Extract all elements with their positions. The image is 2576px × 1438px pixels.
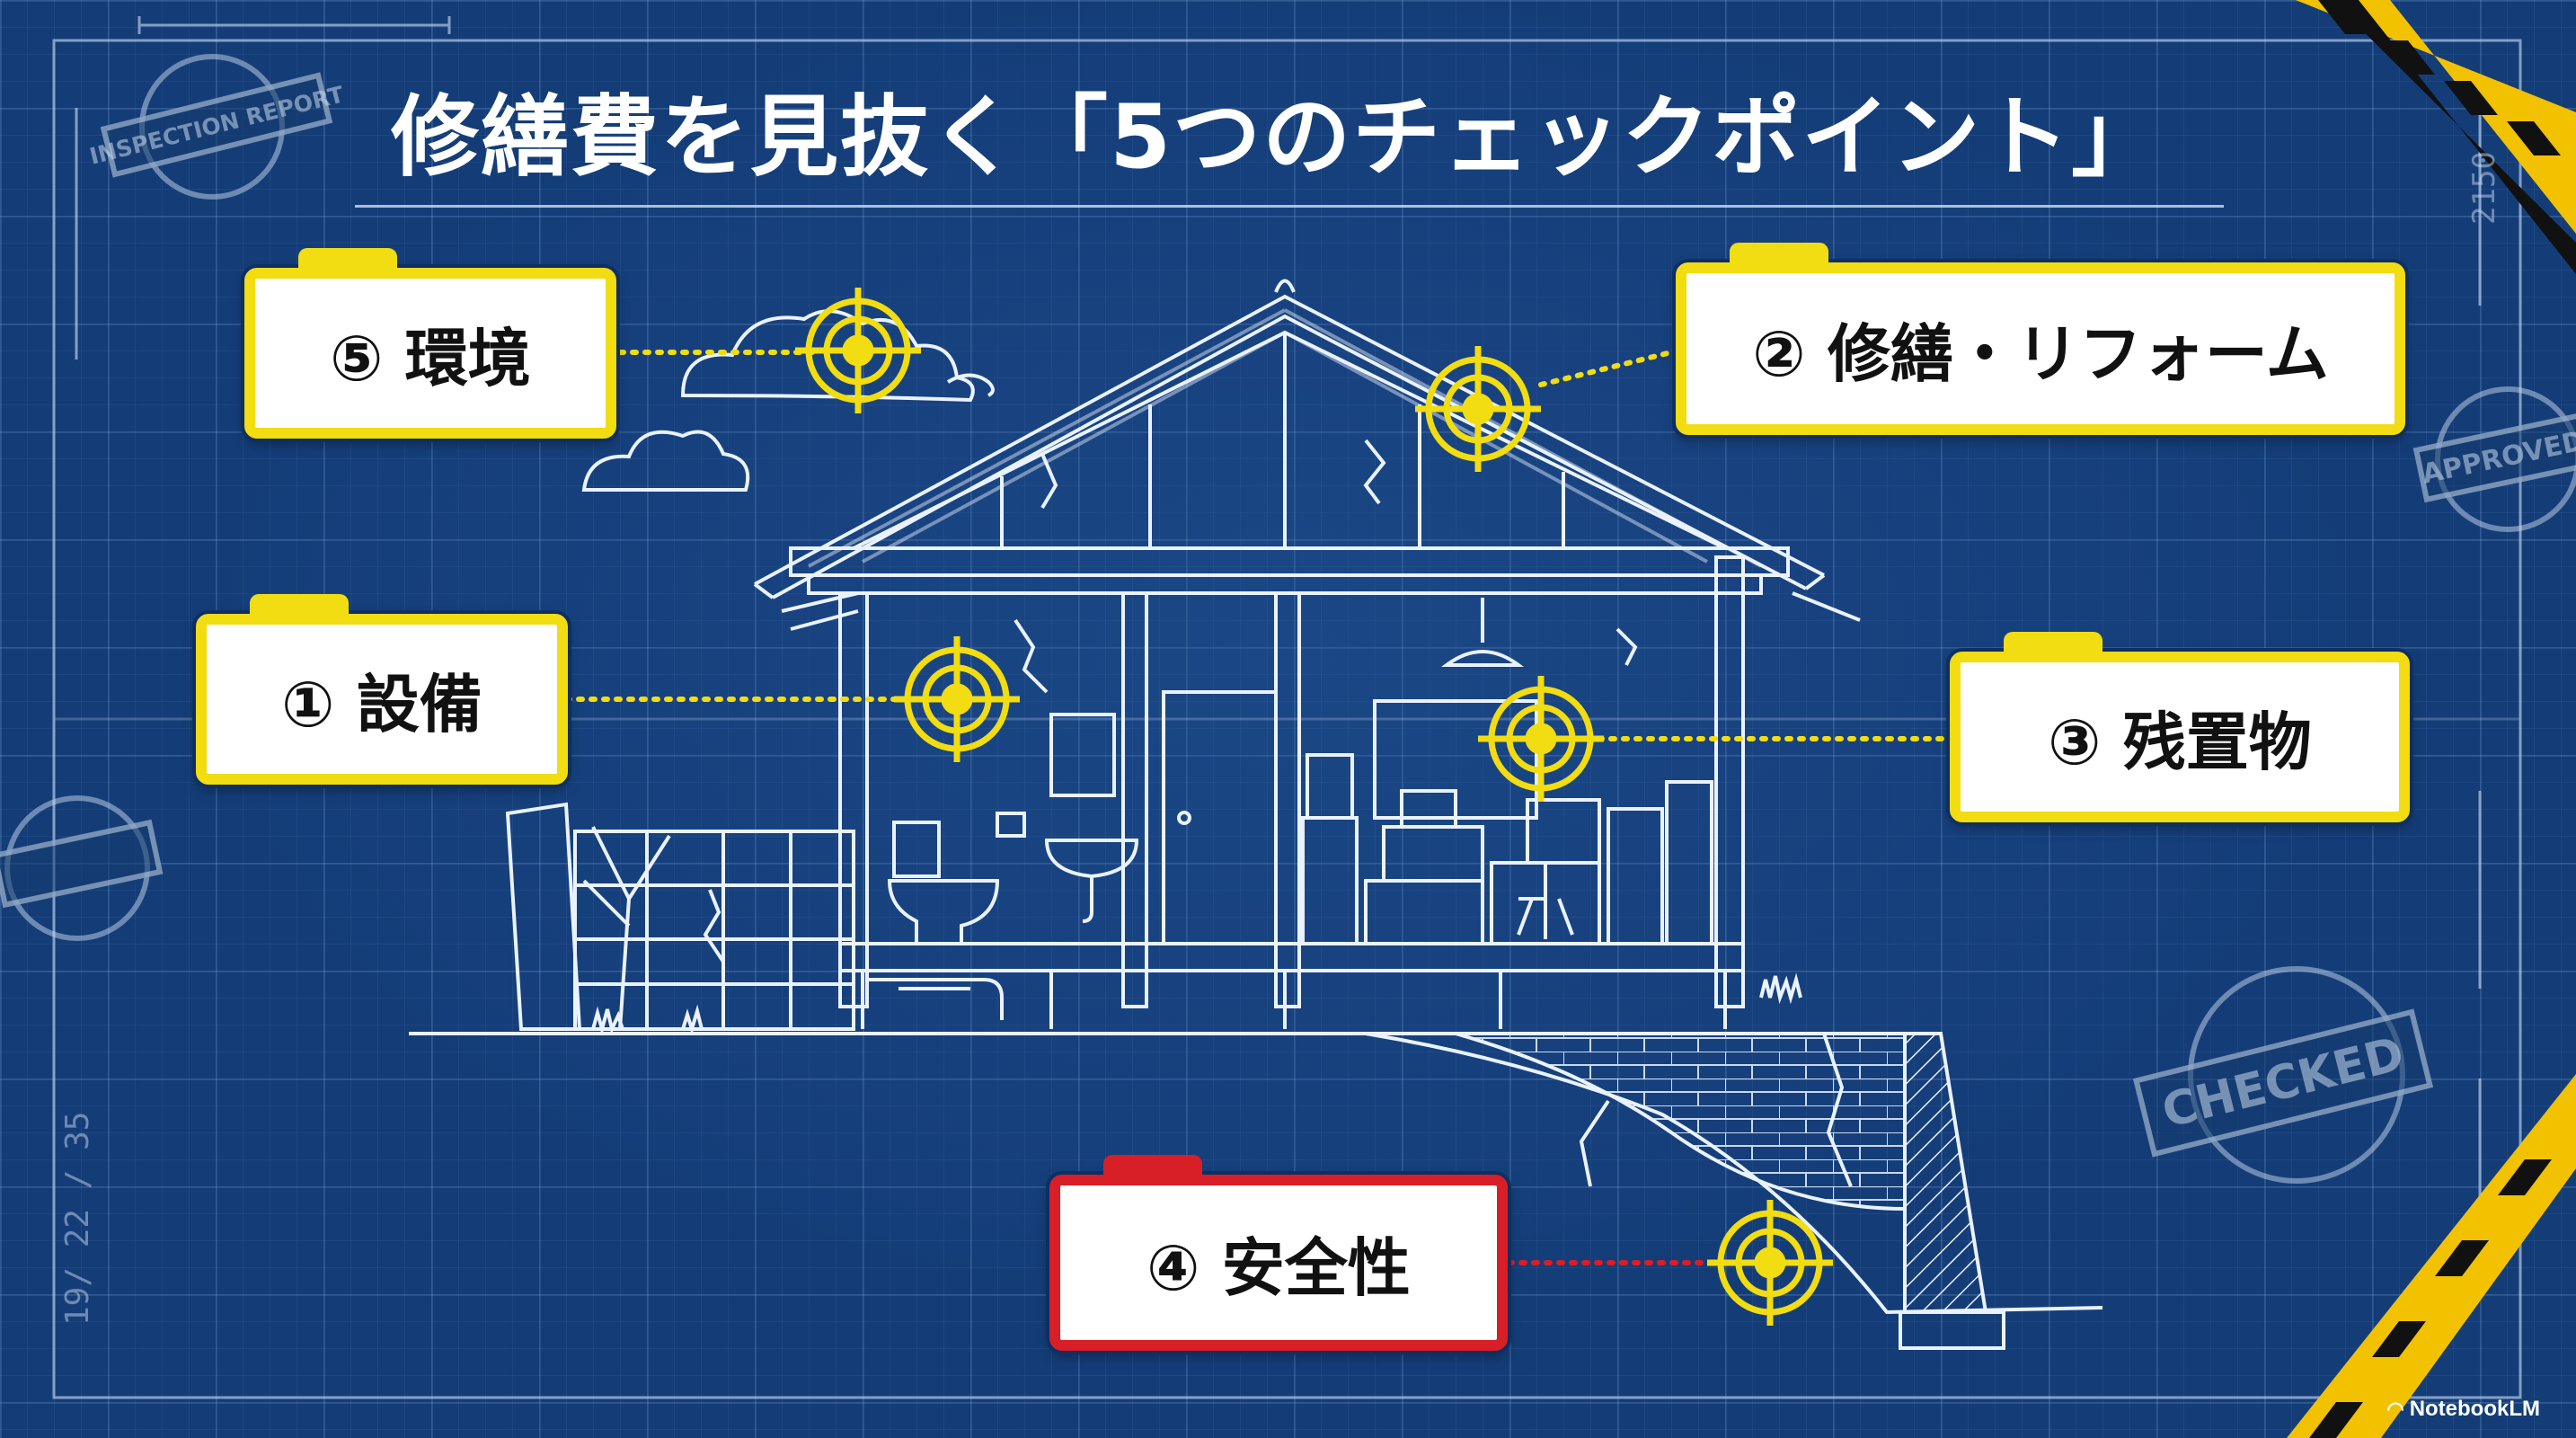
target-environment [795, 288, 921, 413]
label-tab [250, 594, 349, 617]
label-leftover-items: ③ 残置物 [1950, 632, 2410, 822]
target-equipment [894, 636, 1020, 762]
cloud-left [581, 430, 750, 492]
page-title: 修繕費を見抜く「5つのチェックポイント」 [391, 86, 2162, 189]
label-tab [1103, 1155, 1202, 1178]
date-mark-left: 19/ 22 / 35 [59, 1111, 96, 1326]
label-tab [2004, 632, 2102, 655]
target-safety [1707, 1200, 1833, 1326]
target-repair [1415, 346, 1541, 472]
target-leftover [1478, 676, 1604, 802]
brand-watermark: ◠NotebookLM [2386, 1397, 2540, 1422]
stamp-checked: CHECKED [2132, 962, 2435, 1195]
label-text-repair-reform: ② 修繕・リフォーム [1752, 316, 2329, 391]
label-tab [298, 248, 397, 271]
stamp-faded-left [0, 782, 164, 953]
label-safety: ④ 安全性 [1049, 1155, 1508, 1351]
label-text-environment: ⑤ 環境 [330, 321, 531, 395]
label-text-equipment: ① 設備 [281, 667, 482, 741]
hazard-tape-bottom-right [2287, 1074, 2576, 1438]
title-bar: 修繕費を見抜く「5つのチェックポイント」 [355, 70, 2224, 208]
label-text-leftover-items: ③ 残置物 [2048, 705, 2312, 779]
notebooklm-logo-icon: ◠ [2386, 1398, 2404, 1420]
brand-text: NotebookLM [2409, 1397, 2540, 1421]
cloud-top [680, 309, 975, 403]
dimension-mark-right: 2150 [2466, 151, 2502, 225]
hazard-tape-top-right [2296, 0, 2576, 274]
label-environment: ⑤ 環境 [244, 248, 616, 439]
label-tab [1730, 243, 1828, 266]
stamp-inspection-report: INSPECTION REPORT [87, 54, 346, 216]
stamp-approved: APPROVED [2412, 377, 2576, 539]
label-repair-reform: ② 修繕・リフォーム [1676, 243, 2405, 435]
label-equipment: ① 設備 [196, 594, 568, 785]
label-text-safety: ④ 安全性 [1146, 1230, 1411, 1305]
